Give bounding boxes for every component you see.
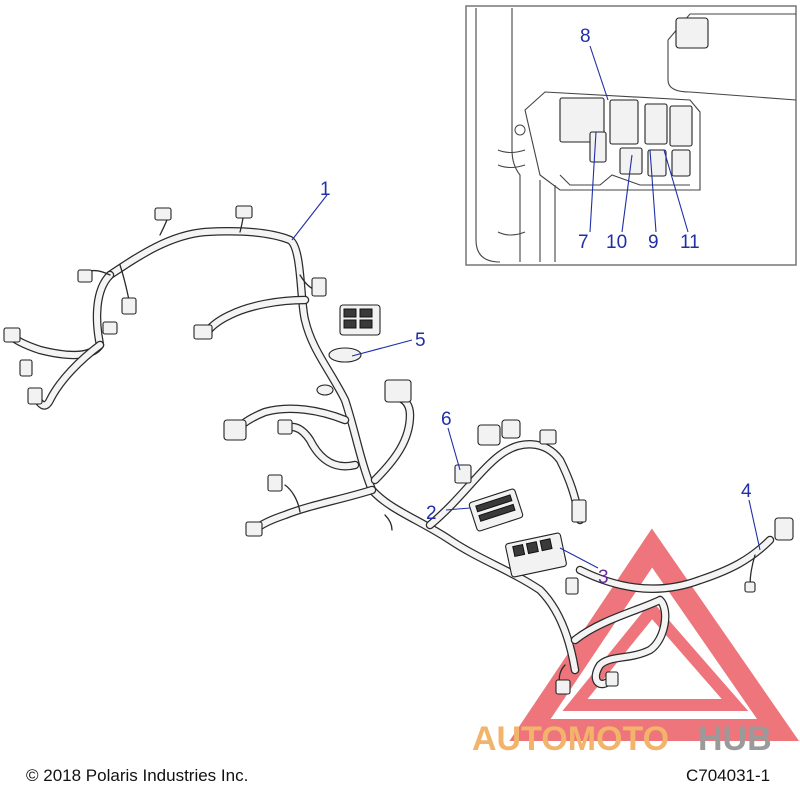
callout-11: 11 bbox=[680, 232, 700, 253]
callout-6: 6 bbox=[441, 409, 452, 430]
callout-leaders bbox=[291, 194, 761, 569]
callout-7: 7 bbox=[578, 232, 589, 253]
callout-labels: 1 2 3 4 5 6 bbox=[320, 179, 752, 588]
fuse-block bbox=[339, 304, 381, 336]
watermark-word-a: AUTOMOTO bbox=[472, 720, 669, 758]
copyright-text: © 2018 Polaris Industries Inc. bbox=[26, 766, 248, 785]
inset-callout-labels: 8 7 10 9 11 bbox=[578, 26, 700, 253]
detail-inset bbox=[465, 5, 797, 266]
callout-2: 2 bbox=[426, 503, 437, 524]
watermark-word-b: HUB bbox=[698, 720, 772, 758]
callout-4: 4 bbox=[741, 481, 752, 502]
inset-callout-leaders bbox=[589, 45, 689, 233]
callout-1: 1 bbox=[320, 179, 331, 200]
callout-8: 8 bbox=[580, 26, 591, 47]
fuse-strip bbox=[468, 488, 524, 532]
watermark-text: AUTOMOTO HUB bbox=[472, 720, 772, 758]
callout-9: 9 bbox=[648, 232, 659, 253]
callout-5: 5 bbox=[415, 330, 426, 351]
callout-10: 10 bbox=[606, 232, 627, 253]
callout-3: 3 bbox=[598, 567, 609, 588]
part-code: C704031-1 bbox=[686, 766, 770, 785]
relay-box bbox=[505, 532, 567, 578]
harness-connectors bbox=[3, 205, 794, 695]
